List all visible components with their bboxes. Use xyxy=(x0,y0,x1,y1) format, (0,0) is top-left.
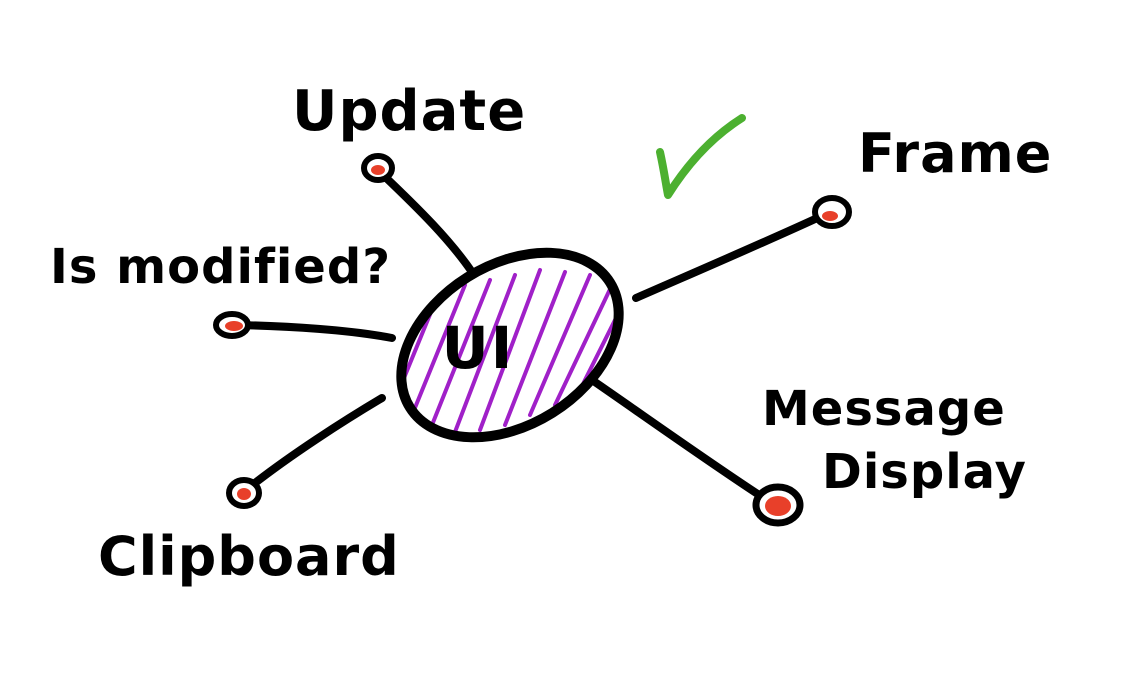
connector-message-display xyxy=(588,376,774,506)
connector-update xyxy=(376,168,476,276)
endpoint-message-display xyxy=(752,483,804,527)
connector-clipboard xyxy=(242,394,386,494)
endpoint-update xyxy=(361,153,395,183)
ui-hub-hatching xyxy=(393,268,627,434)
label-message-display-line1: Message xyxy=(762,381,1006,437)
label-clipboard: Clipboard xyxy=(98,525,400,588)
endpoints xyxy=(213,153,852,527)
ui-hub-outline xyxy=(396,247,624,443)
label-frame: Frame xyxy=(858,122,1052,185)
label-update: Update xyxy=(292,79,526,144)
label-is-modified: Is modified? xyxy=(50,239,391,295)
check-mark-icon xyxy=(656,114,746,199)
ui-hub-label: UI xyxy=(442,314,515,382)
connector-is-modified xyxy=(232,321,396,342)
endpoint-is-modified xyxy=(213,311,251,339)
endpoint-frame xyxy=(812,195,852,229)
connector-frame xyxy=(632,210,830,302)
ui-hub: UI xyxy=(393,247,627,443)
connectors xyxy=(232,168,830,506)
endpoint-clipboard xyxy=(226,477,262,509)
label-message-display-line2: Display xyxy=(822,444,1027,500)
